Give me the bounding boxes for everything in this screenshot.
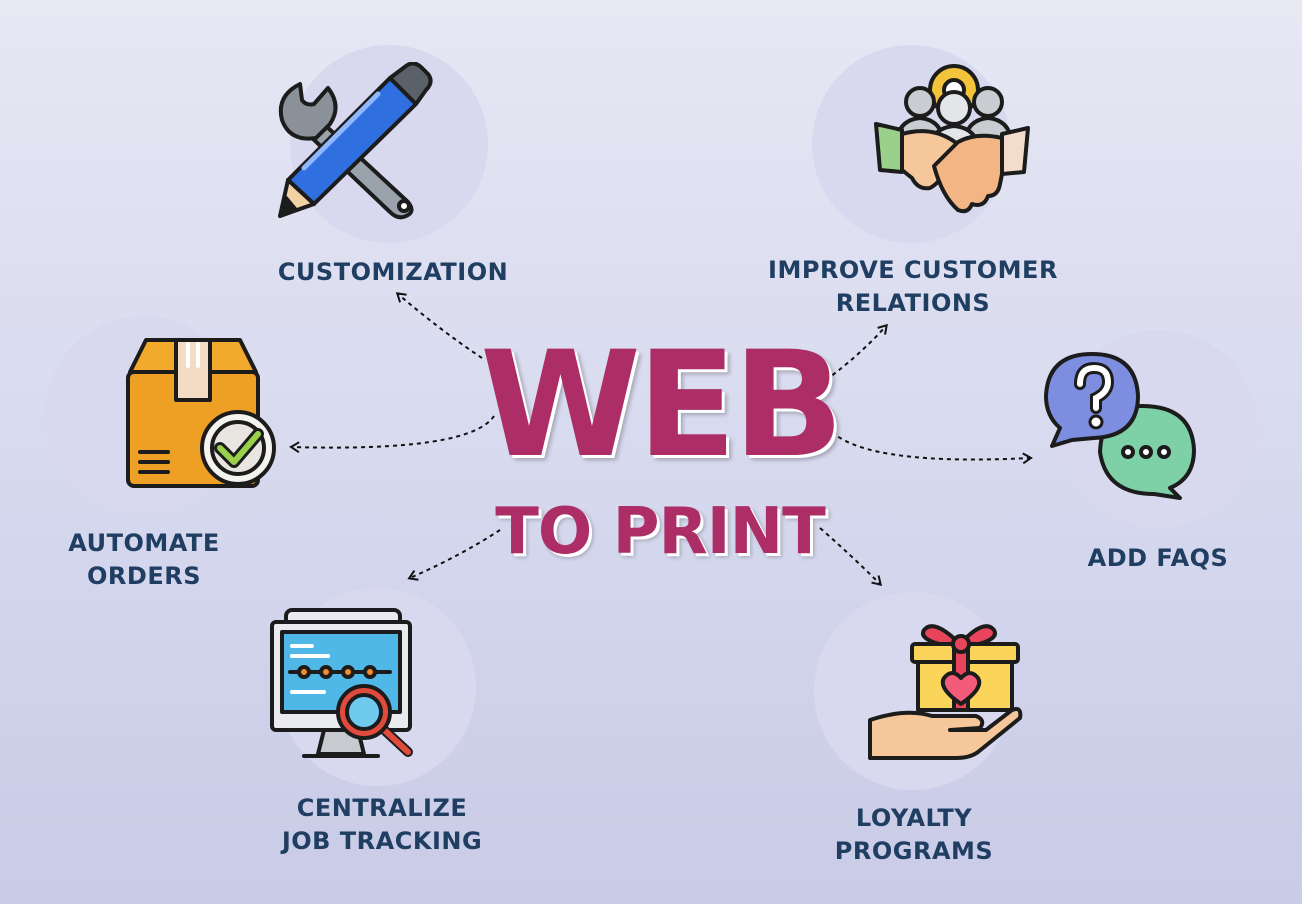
arrow-to-faqs xyxy=(831,431,1033,465)
customer-relations-line1: IMPROVE CUSTOMER xyxy=(768,256,1058,284)
customization-label: CUSTOMIZATION xyxy=(262,256,524,289)
chat-question-icon xyxy=(1044,352,1196,500)
monitor-search-icon xyxy=(270,608,413,758)
arrow-to-job-tracking xyxy=(407,529,501,581)
title-main: WEB xyxy=(479,320,844,490)
faqs-label-text: ADD FAQS xyxy=(1087,544,1229,572)
title-sub: TO PRINT xyxy=(495,495,826,569)
arrow-to-customer-relations xyxy=(825,323,888,381)
faqs-label: ADD FAQS xyxy=(1070,542,1246,575)
automate-orders-label: AUTOMATE ORDERS xyxy=(44,527,244,593)
package-check-icon xyxy=(126,338,276,488)
customer-relations-line2: RELATIONS xyxy=(835,289,991,317)
wrench-pencil-icon xyxy=(278,62,433,220)
loyalty-label: LOYALTY PROGRAMS xyxy=(812,802,1016,868)
arrow-to-loyalty xyxy=(819,527,883,587)
automate-orders-line1: AUTOMATE xyxy=(68,529,220,557)
job-tracking-label: CENTRALIZE JOB TRACKING xyxy=(262,792,502,858)
arrow-to-customization xyxy=(395,292,483,359)
job-tracking-line2: JOB TRACKING xyxy=(281,827,483,855)
loyalty-line1: LOYALTY xyxy=(855,804,973,832)
customer-relations-label: IMPROVE CUSTOMER RELATIONS xyxy=(752,254,1074,320)
loyalty-line2: PROGRAMS xyxy=(834,837,994,865)
arrow-to-automate-orders xyxy=(289,415,495,454)
handshake-team-icon xyxy=(874,64,1030,214)
customization-label-text: CUSTOMIZATION xyxy=(277,258,509,286)
gift-hand-icon xyxy=(868,624,1023,760)
job-tracking-line1: CENTRALIZE xyxy=(296,794,468,822)
automate-orders-line2: ORDERS xyxy=(87,562,201,590)
